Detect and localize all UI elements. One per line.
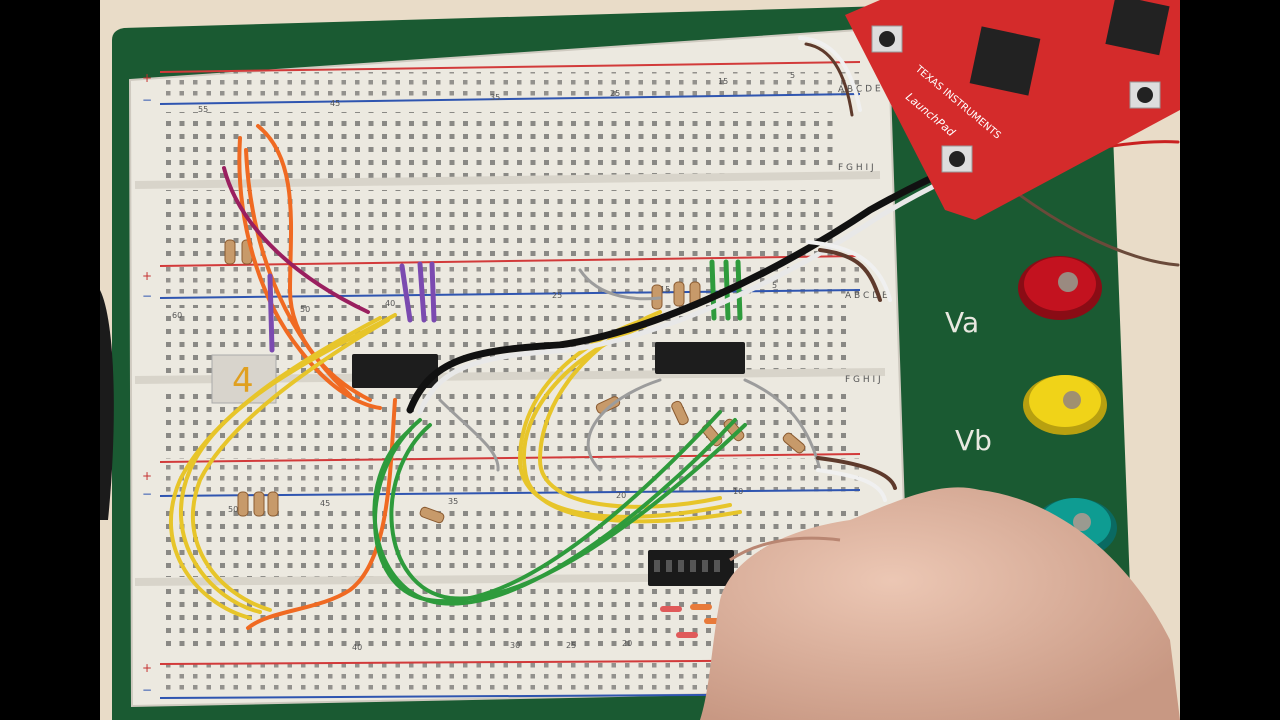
svg-text:10: 10 <box>733 487 743 496</box>
svg-text:25: 25 <box>610 89 620 98</box>
rail-plus-sign: + <box>142 661 152 675</box>
column-numbers-row-3: 50 45 35 20 10 <box>228 487 743 514</box>
breadboard: + − + − + − + − A B C D E F G H I J A B … <box>128 26 912 708</box>
rail-minus-sign: − <box>142 93 152 107</box>
svg-text:50: 50 <box>300 305 310 314</box>
row-labels-fghij: F G H I J <box>845 375 881 385</box>
ic-chip-right <box>655 342 745 374</box>
svg-text:40: 40 <box>352 643 362 652</box>
terminal-label-vb: Vb <box>955 424 992 457</box>
terminal-red <box>1018 256 1102 320</box>
svg-text:30: 30 <box>510 641 520 650</box>
display-digit: 4 <box>232 361 254 401</box>
terminal-yellow <box>1023 375 1107 435</box>
row-labels-fghij: F G H I J <box>838 163 874 173</box>
rail-minus-sign: − <box>142 487 152 501</box>
ic-chip-left <box>352 354 438 388</box>
svg-text:55: 55 <box>198 105 208 114</box>
svg-text:40: 40 <box>385 299 395 308</box>
row-labels-abcde: A B C D E <box>845 291 888 301</box>
rail-minus-sign: − <box>142 683 152 697</box>
svg-text:25: 25 <box>566 641 576 650</box>
svg-text:45: 45 <box>330 99 340 108</box>
rail-minus-sign: − <box>142 289 152 303</box>
svg-text:5: 5 <box>790 71 795 80</box>
svg-text:45: 45 <box>320 499 330 508</box>
svg-text:50: 50 <box>228 505 238 514</box>
dip-switch <box>648 550 734 586</box>
svg-text:35: 35 <box>448 497 458 506</box>
terminal-label-va: Va <box>945 306 979 339</box>
svg-text:25: 25 <box>552 291 562 300</box>
column-numbers-row-1: 55 45 35 25 15 5 <box>198 71 795 114</box>
resistors <box>224 239 806 524</box>
left-edge-object <box>100 290 114 520</box>
rail-top <box>159 61 861 105</box>
row-labels-abcde: A B C D E <box>838 84 881 95</box>
svg-text:35: 35 <box>490 93 500 102</box>
column-numbers-row-4: 40 30 25 20 <box>352 639 632 652</box>
mcu-chip-2 <box>1105 0 1170 56</box>
rail-plus-sign: + <box>142 469 152 483</box>
rail-plus-sign: + <box>142 71 152 85</box>
launchpad-board: TEXAS INSTRUMENTS LaunchPad <box>845 0 1180 220</box>
mcu-chip <box>969 26 1041 96</box>
rail-plus-sign: + <box>142 269 152 283</box>
strip-1 <box>158 112 838 180</box>
hand-with-pen <box>700 487 1180 720</box>
rail-middle-2 <box>159 453 861 497</box>
wires <box>168 36 1180 630</box>
seven-segment-display: 4 <box>211 354 277 404</box>
svg-text:15: 15 <box>718 77 728 86</box>
column-numbers-row-2: 60 50 40 25 15 5 <box>172 281 777 320</box>
svg-text:20: 20 <box>622 639 632 648</box>
svg-text:15: 15 <box>660 285 670 294</box>
svg-text:5: 5 <box>772 281 777 290</box>
svg-text:20: 20 <box>616 491 626 500</box>
svg-text:60: 60 <box>172 311 182 320</box>
